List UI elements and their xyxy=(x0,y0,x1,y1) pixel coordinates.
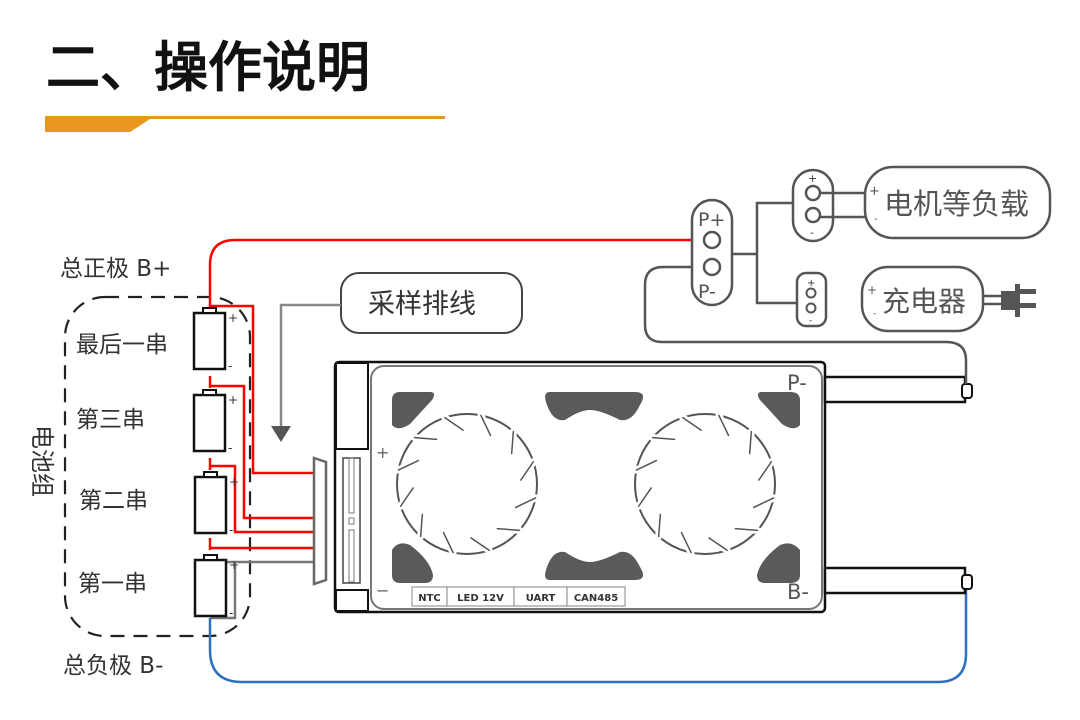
svg-text:-: - xyxy=(228,441,232,455)
bms-plus: + xyxy=(376,443,389,462)
fan-notch-outline xyxy=(748,430,753,455)
battery-cell: +- xyxy=(193,471,239,537)
fan-notch-outline xyxy=(637,487,652,508)
cell-label: 第三串 xyxy=(76,407,145,433)
fan-notch-outline xyxy=(657,513,662,538)
bms-b-minus-label: B- xyxy=(787,580,809,604)
fan-notch-outline xyxy=(413,436,438,441)
fan-notch-outline xyxy=(442,531,454,554)
fan-notch-outline xyxy=(680,531,692,554)
p-minus-port xyxy=(702,257,722,277)
svg-text:+: + xyxy=(228,393,238,407)
p-plus-port xyxy=(702,230,722,250)
fan-notch-outline xyxy=(397,459,420,471)
svg-text:+: + xyxy=(808,172,817,185)
fan-notch-outline xyxy=(718,414,730,437)
page-title: 二、操作说明 xyxy=(46,36,370,99)
fan-notch-outline xyxy=(752,497,775,509)
fan-notch-outline xyxy=(480,414,492,437)
fan-notch-outline xyxy=(399,487,414,508)
p-minus-terminal xyxy=(823,375,973,404)
svg-text:+: + xyxy=(807,278,815,289)
svg-text:+: + xyxy=(229,558,239,572)
fan-notch-outline xyxy=(734,527,759,532)
battery-cell: +- xyxy=(193,554,239,620)
sampling-connector xyxy=(312,456,328,586)
output-terminal xyxy=(690,198,734,307)
load-box xyxy=(863,165,1052,240)
cell-labels: 最后一串 第三串 第二串 第一串 xyxy=(76,332,168,597)
bms-p-minus-label: P- xyxy=(787,371,807,395)
svg-text:+: + xyxy=(867,283,877,297)
fan-notch-outline xyxy=(708,537,729,552)
svg-text:+: + xyxy=(229,475,239,489)
output-branch xyxy=(732,201,797,305)
svg-text:-: - xyxy=(229,523,233,537)
charger-connector xyxy=(795,271,828,328)
fan-notch-outline xyxy=(443,416,464,431)
svg-text:+: + xyxy=(228,311,238,325)
negative-sense-wire xyxy=(210,560,315,620)
plug-icon xyxy=(983,284,1036,317)
battery-cell: +- xyxy=(192,307,238,373)
negative-wire xyxy=(208,590,968,684)
sampling-cable-label: 采样排线 xyxy=(368,289,476,320)
battery-pack-label: 电池组 xyxy=(28,425,56,497)
fan-notch-outline xyxy=(681,416,702,431)
fan-notch-outline xyxy=(514,497,537,509)
cell-label: 第二串 xyxy=(79,488,148,514)
svg-text:-: - xyxy=(228,359,232,373)
svg-text:-: - xyxy=(873,309,876,319)
battery-pack-outline xyxy=(63,295,252,638)
positive-wires xyxy=(208,238,704,550)
bms-minus: − xyxy=(376,581,389,600)
charger-box xyxy=(860,265,985,333)
fan-notch-outline xyxy=(635,459,658,471)
battery-cell: +- xyxy=(192,389,238,455)
p-plus-label: P+ xyxy=(698,209,725,231)
fan-notch-outline xyxy=(419,513,424,538)
sampling-cable-box xyxy=(340,272,523,334)
cell-label: 第一串 xyxy=(78,571,147,597)
port-ntc: NTC xyxy=(418,593,441,604)
port-can485: CAN485 xyxy=(574,593,618,604)
arrow-down-icon xyxy=(271,426,291,442)
p-minus-label: P- xyxy=(698,281,716,303)
svg-text:+: + xyxy=(869,184,880,199)
charger-label: 充电器 xyxy=(882,285,966,318)
svg-text:-: - xyxy=(874,214,878,225)
b-minus-terminal xyxy=(823,566,973,595)
load-label: 电机等负载 xyxy=(884,187,1029,221)
total-positive-label: 总正极 B+ xyxy=(60,256,171,282)
fan-notch-outline xyxy=(758,460,773,481)
title-underline xyxy=(45,116,445,132)
bms-board: + − P- B- NTC LED 12V UART CAN485 xyxy=(333,360,827,614)
svg-text:-: - xyxy=(810,226,814,239)
svg-text:-: - xyxy=(229,606,233,620)
total-negative-label: 总负极 B- xyxy=(63,653,163,679)
arrow-line xyxy=(279,303,341,428)
port-led: LED 12V xyxy=(457,593,504,604)
load-connector xyxy=(791,168,835,243)
fan-notch-outline xyxy=(651,436,676,441)
bms-ports: NTC LED 12V UART CAN485 xyxy=(411,586,626,607)
fan-notch-outline xyxy=(520,460,535,481)
svg-text:-: - xyxy=(809,316,812,326)
port-uart: UART xyxy=(526,593,556,604)
battery-cells: +- +- +- +- xyxy=(192,307,239,620)
fan-notch-outline xyxy=(510,430,515,455)
fan-notch-outline xyxy=(496,527,521,532)
cell-label: 最后一串 xyxy=(76,332,168,358)
p-minus-wire xyxy=(643,265,968,384)
fan-notch-outline xyxy=(470,537,491,552)
